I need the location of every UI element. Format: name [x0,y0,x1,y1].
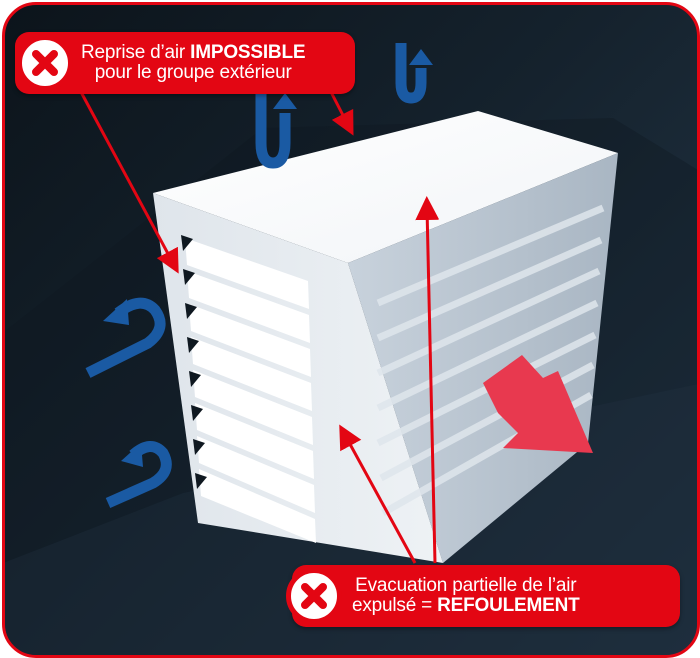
callout-air-exhaust: Evacuation partielle de l’air expulsé = … [286,565,680,627]
callout-line: pour le groupe extérieur [94,62,292,83]
intake-arrow-left-lower-icon [105,441,172,509]
callout-line: Reprise d’air [81,42,191,63]
callout-air-intake-text: Reprise d’air IMPOSSIBLE pour le groupe … [81,42,306,83]
unit-top-face [153,111,618,263]
callout-line: Evacuation partielle de l’air [355,575,577,596]
callout-air-intake: Reprise d’air IMPOSSIBLE pour le groupe … [15,32,355,94]
close-circle-icon [286,568,342,624]
front-louvers [181,235,316,543]
close-circle-icon [17,35,73,91]
callout-air-exhaust-text: Evacuation partielle de l’air expulsé = … [352,576,580,616]
unit-illustration [5,43,697,655]
intake-arrows [85,43,427,509]
intake-arrow-top-right-icon [395,43,427,104]
intake-arrow-top-left-icon [255,93,291,169]
callout-line: expulsé = [352,595,438,616]
callout-emphasis: REFOULEMENT [437,595,580,616]
exhaust-arrow-icon [483,355,593,453]
intake-arrow-left-upper-icon [85,297,166,378]
callout-emphasis: IMPOSSIBLE [190,42,306,63]
pointer-lines [79,91,440,564]
